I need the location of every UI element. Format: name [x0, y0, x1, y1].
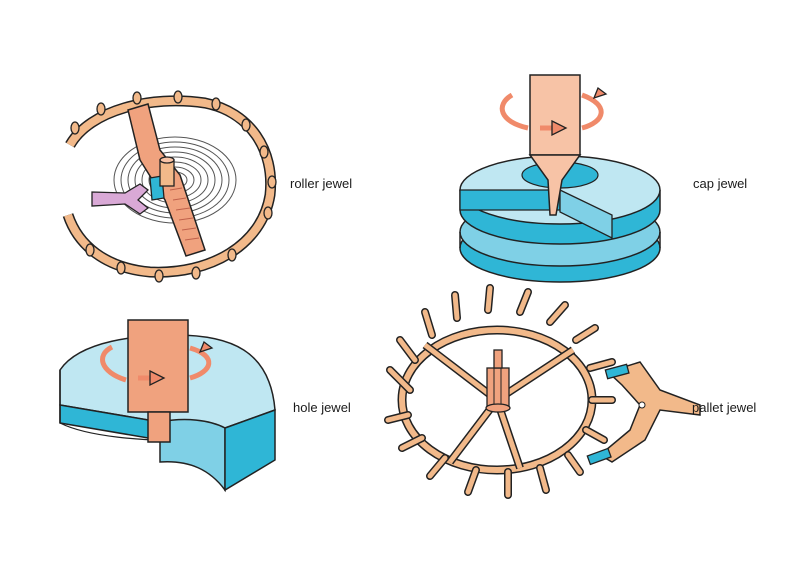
hole-staff [127, 319, 189, 413]
rim-screws [70, 90, 277, 283]
cap-staff [529, 74, 581, 156]
label-pallet-jewel: pallet jewel [692, 400, 757, 415]
rotation-arrow-icon [499, 86, 608, 137]
roller-jewel-illustration [62, 90, 277, 283]
rotation-arrow-icon [100, 340, 214, 387]
cap-jewel-cutaway [459, 189, 561, 211]
balance-staff [159, 159, 175, 187]
escape-pinion [485, 349, 511, 413]
entry-pallet-jewel [604, 363, 630, 380]
label-hole-jewel: hole jewel [293, 400, 351, 415]
exit-pallet-jewel [586, 447, 612, 466]
label-roller-jewel: roller jewel [290, 176, 353, 191]
cap-jewel-illustration [459, 74, 661, 283]
hole-jewel-illustration [59, 319, 276, 493]
pallet-fork [91, 183, 150, 215]
pallet-jewel-illustration [384, 284, 701, 499]
label-cap-jewel: cap jewel [693, 176, 748, 191]
